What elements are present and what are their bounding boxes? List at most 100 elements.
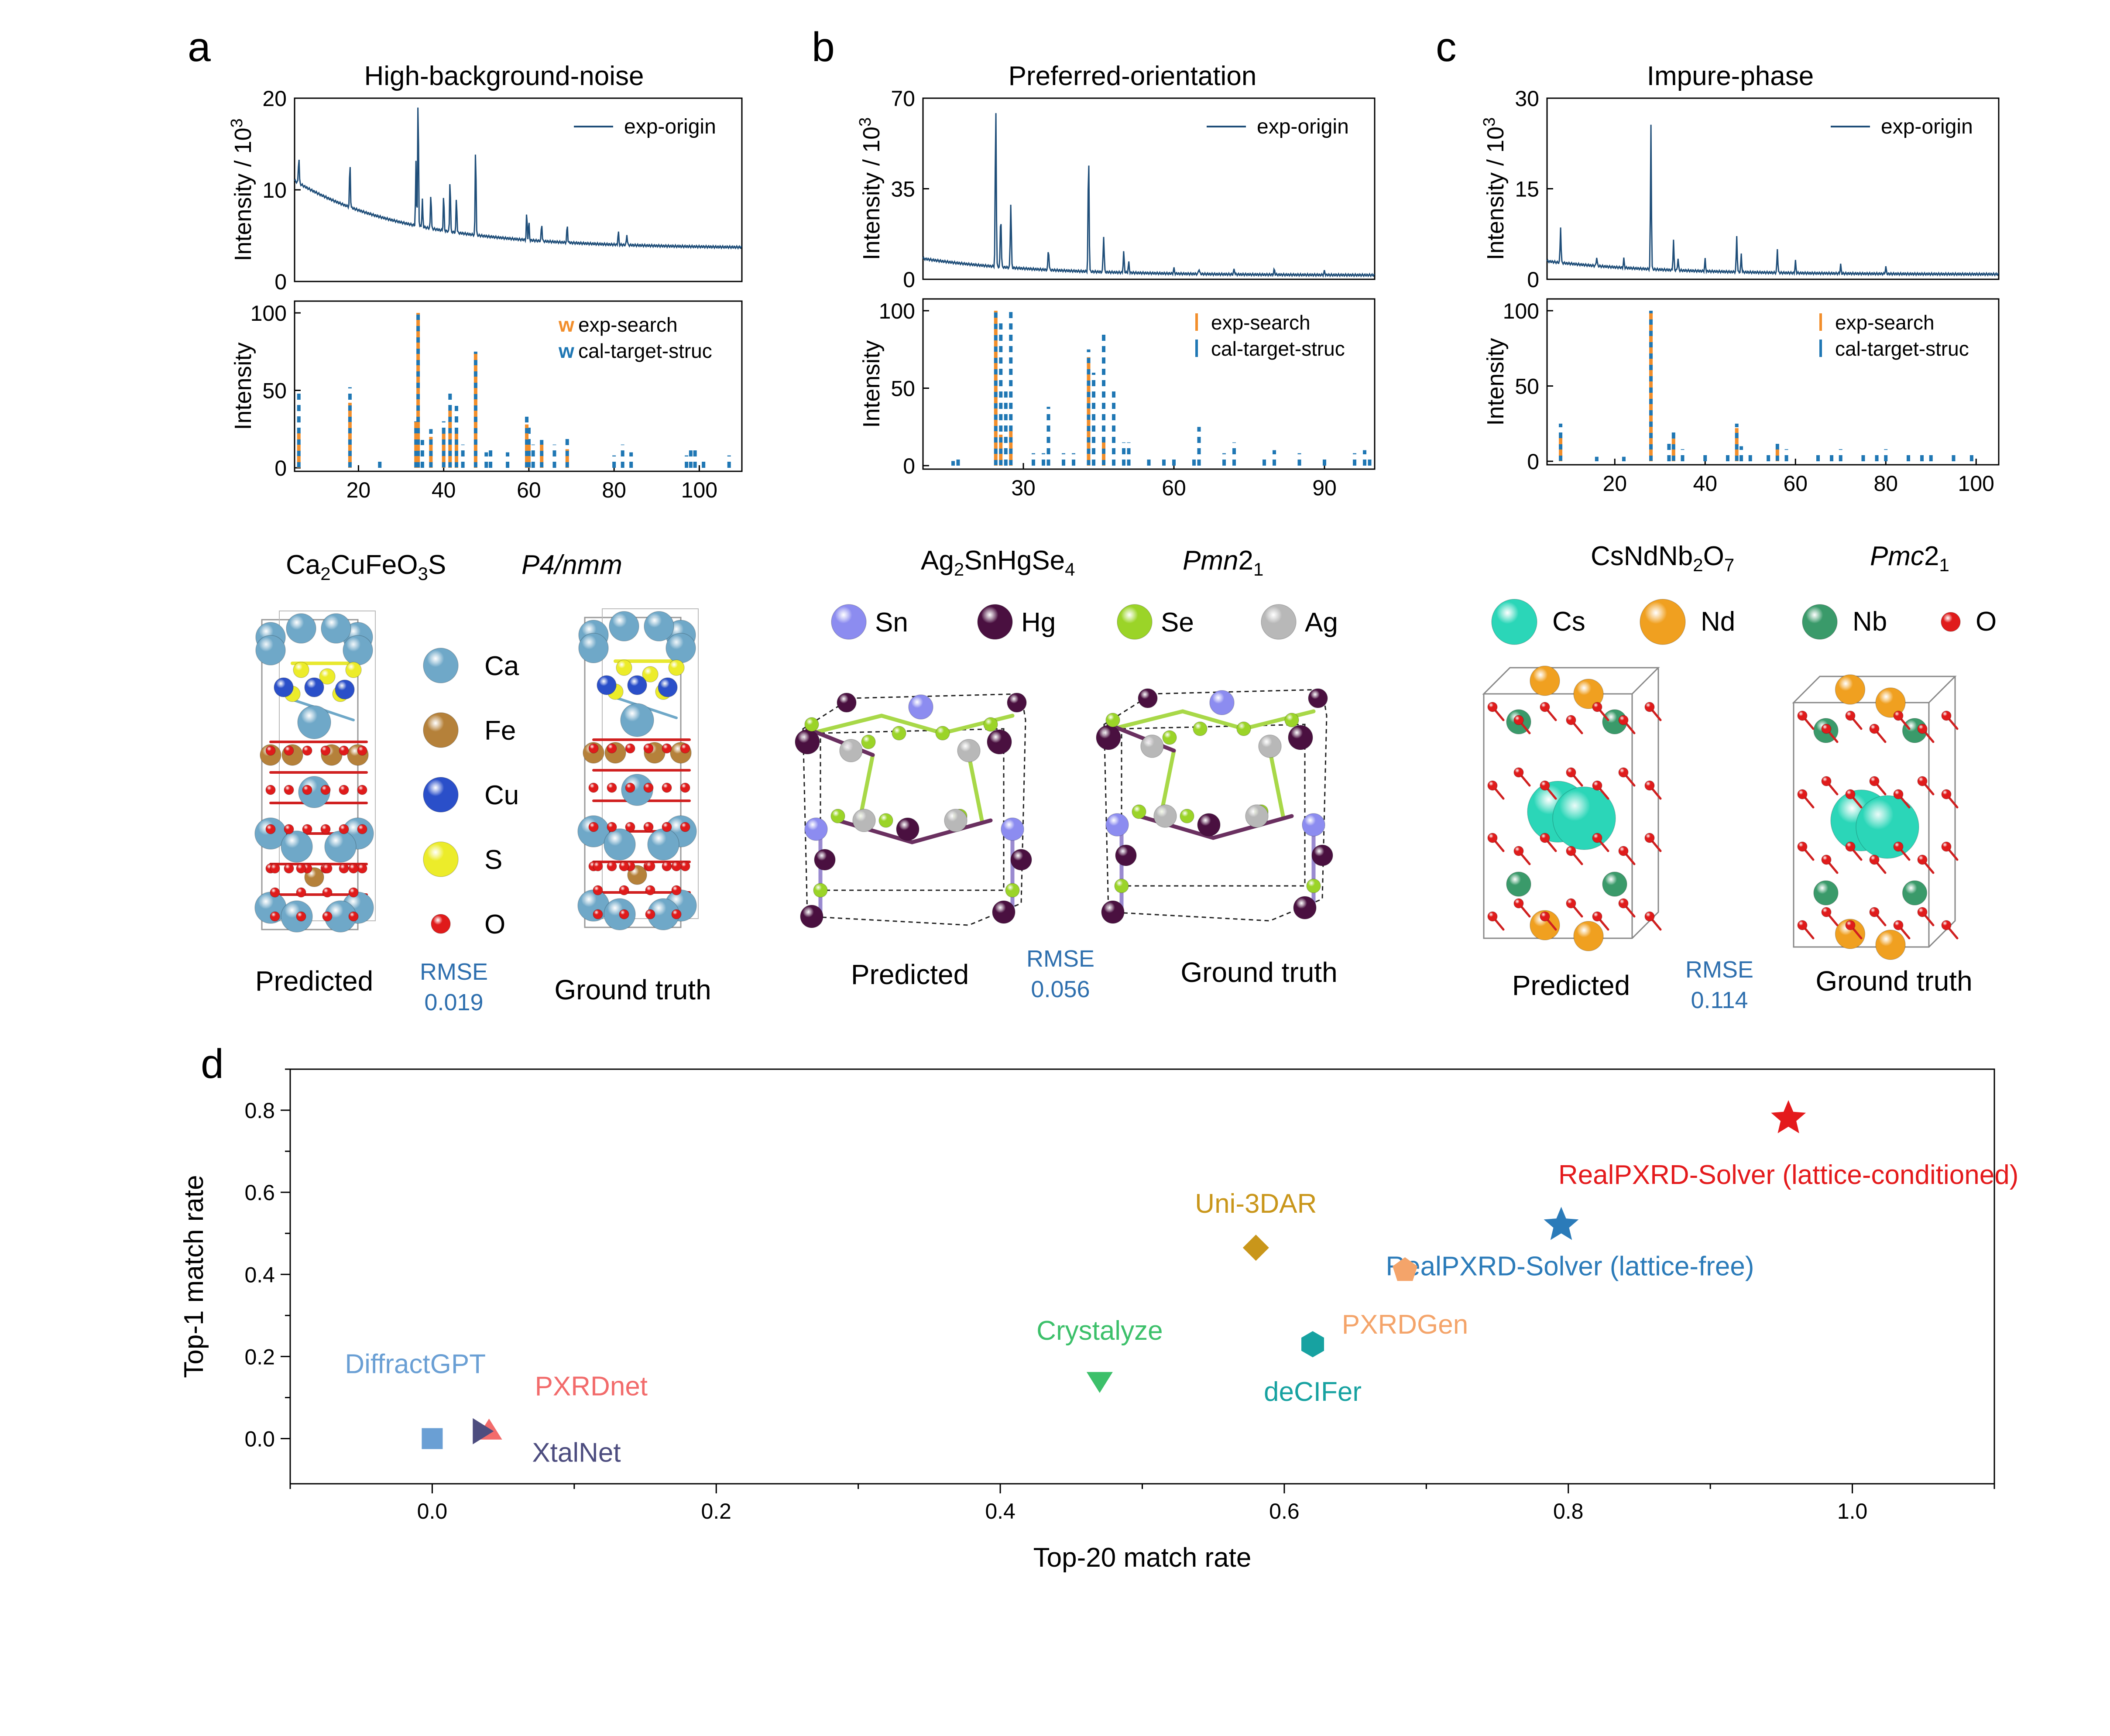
atom-O [348, 887, 359, 898]
point-label-decifer: deCIFer [1264, 1377, 1362, 1407]
atom-O [302, 745, 312, 756]
x-tick-label: 0.4 [985, 1499, 1016, 1523]
atom-O [1540, 833, 1550, 843]
atom-Sn [1302, 813, 1325, 837]
y-tick-label: 30 [1515, 86, 1539, 111]
legend-atom-Sn [831, 604, 867, 640]
atom-Ca [286, 613, 316, 644]
y-tick-label: 0 [274, 456, 287, 480]
atom-O [1566, 715, 1576, 725]
truth-label-c: Ground truth [1815, 965, 1972, 997]
y-tick-label: 50 [891, 377, 915, 401]
atom-Nd [1875, 930, 1906, 960]
atom-Ca [666, 633, 696, 663]
x-tick-label: 100 [1958, 471, 1994, 496]
point-label-pxrdgen: PXRDGen [1342, 1310, 1468, 1340]
atom-Hg [1311, 844, 1333, 866]
atom-O [593, 909, 603, 919]
y-axis-label: Intensity [858, 340, 885, 428]
point-label-diffractgpt: DiffractGPT [345, 1349, 486, 1379]
atom-Ca [298, 776, 330, 808]
atom-O [645, 909, 655, 919]
legend-marker: w [558, 340, 574, 362]
y-axis-label: Intensity [230, 342, 256, 430]
y-tick-label: 0 [903, 268, 915, 292]
legend-label-S: S [484, 845, 502, 875]
atom-Hg [1007, 693, 1027, 713]
formula-c: CsNdNb2O7 [1591, 541, 1734, 575]
atom-Cu [597, 675, 617, 695]
atom-O [1917, 776, 1928, 786]
y-tick-label: 0 [1527, 268, 1539, 292]
legend-atom-S [423, 841, 459, 877]
truth-label-a: Ground truth [554, 974, 711, 1005]
atom-Nd [1530, 666, 1560, 696]
y-tick-label: 70 [891, 86, 915, 111]
atom-Hg [1138, 688, 1158, 708]
atom-O [588, 822, 599, 832]
atom-Ca [604, 828, 636, 861]
structure-a-header: Ca2CuFeO3S P4/nmm [286, 550, 622, 584]
atom-O [645, 885, 655, 895]
y-tick-label: 100 [1503, 299, 1539, 323]
atom-O [1487, 833, 1498, 843]
atom-O [588, 782, 599, 793]
atom-Nd [1835, 674, 1866, 705]
legend-atom-O [431, 914, 451, 934]
x-tick-label: 0.8 [1553, 1499, 1584, 1523]
atom-O [1845, 841, 1856, 852]
structure-b-predicted [795, 693, 1032, 928]
atom-O [1821, 776, 1832, 786]
marker-xtalnet [473, 1418, 494, 1444]
atom-Ca [321, 613, 351, 644]
bar-chart-frame [294, 300, 743, 472]
legend-label-Ag: Ag [1305, 607, 1338, 638]
legend-label-Fe: Fe [484, 716, 516, 746]
rmse-label-a: RMSE [420, 959, 488, 985]
bond [1111, 709, 1185, 731]
atom-Ca [255, 635, 286, 666]
atom-Se [1306, 878, 1321, 893]
bond [910, 818, 993, 844]
atom-Se [861, 734, 876, 749]
atom-Se [1193, 721, 1208, 736]
atom-Hg [1293, 896, 1317, 919]
structure-a-predicted [254, 611, 376, 933]
bond [810, 714, 884, 735]
atom-O [671, 909, 682, 919]
atom-O [1618, 715, 1629, 725]
atom-O [265, 745, 276, 756]
atom-Ag [839, 739, 863, 762]
atom-O [1487, 780, 1498, 791]
y-axis-label: Intensity / 103 [1480, 117, 1509, 260]
atom-O [296, 887, 306, 898]
atom-O [625, 822, 635, 832]
y-tick-label: 0 [903, 454, 915, 478]
atom-Sn [804, 817, 828, 841]
atom-Hg [795, 729, 820, 755]
atom-O [1540, 780, 1550, 791]
atom-O [607, 782, 617, 793]
y-axis-label: Intensity / 103 [228, 118, 256, 261]
atom-O [284, 824, 294, 834]
atom-O [296, 863, 306, 874]
structure-b-truth [1096, 688, 1333, 924]
legend-atom-Ag [1261, 604, 1297, 640]
atom-O [320, 824, 331, 834]
legend-atom-Ca [423, 648, 459, 683]
atom-Hg [992, 900, 1016, 924]
x-tick-label: 80 [602, 478, 626, 502]
atom-O [1893, 920, 1904, 930]
atom-S [319, 668, 336, 685]
atom-Nd [1875, 687, 1906, 718]
legend-label: exp-search [1835, 311, 1935, 334]
bond [1268, 748, 1285, 818]
atom-Hg [1096, 725, 1121, 750]
atom-O [1592, 833, 1602, 843]
atom-Cu [304, 677, 324, 697]
atom-O [320, 745, 331, 756]
